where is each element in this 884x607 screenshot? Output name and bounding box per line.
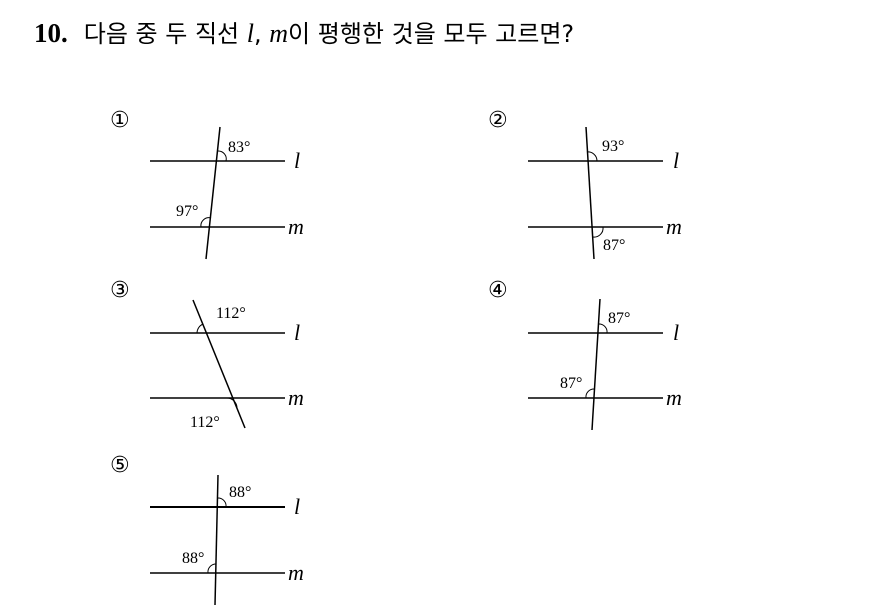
choice-1-arc-bottom: [200, 217, 212, 228]
choice-2-arc-top: [586, 151, 598, 162]
question: 10. 다음 중 두 직선 l, m이 평행한 것을 모두 고르면?: [34, 14, 574, 49]
choice-5-marker[interactable]: ⑤: [110, 453, 130, 478]
choice-3-angle-top: 112°: [216, 305, 246, 322]
choice-5-arc-bottom: [207, 563, 217, 574]
question-number: 10.: [34, 18, 68, 48]
choice-5-label-l: l: [294, 494, 300, 519]
choice-4-label-m: m: [666, 385, 682, 410]
choice-2-angle-bottom: 87°: [603, 237, 625, 254]
choice-5-angle-bottom: 88°: [182, 550, 204, 567]
choice-1-angle-bottom: 97°: [176, 203, 198, 220]
choice-5-transversal: [214, 474, 219, 606]
choice-4-transversal: [591, 298, 601, 431]
choice-2-label-m: m: [666, 214, 682, 239]
choice-4-arc-bottom: [585, 388, 595, 399]
choice-2-label-l: l: [673, 148, 679, 173]
choice-4-angle-top: 87°: [608, 310, 630, 327]
choice-2-marker[interactable]: ②: [488, 108, 508, 133]
choice-4-arc-top: [598, 323, 608, 334]
choice-1-label-l: l: [294, 148, 300, 173]
choice-3-marker[interactable]: ③: [110, 278, 130, 303]
choice-5-angle-top: 88°: [229, 484, 251, 501]
choice-5-arc-top: [217, 497, 227, 508]
question-var-m: m: [269, 19, 289, 48]
question-var-l: l: [246, 19, 254, 48]
choice-1-label-m: m: [288, 214, 304, 239]
choice-2-transversal: [585, 126, 595, 260]
choice-3-label-l: l: [294, 320, 300, 345]
choice-4-label-l: l: [673, 320, 679, 345]
choice-3-label-m: m: [288, 385, 304, 410]
choice-4-angle-bottom: 87°: [560, 375, 582, 392]
choice-1-arc-top: [217, 150, 227, 162]
question-text-before: 다음 중 두 직선: [83, 20, 247, 48]
choice-5-label-m: m: [288, 560, 304, 585]
choice-3-arc-bottom: [226, 397, 238, 409]
choice-3-angle-bottom: 112°: [190, 414, 220, 431]
choice-1-transversal: [205, 126, 221, 260]
question-text-after: 이 평행한 것을 모두 고르면?: [288, 20, 575, 48]
choice-3-transversal: [192, 299, 246, 429]
choice-2-angle-top: 93°: [602, 138, 624, 155]
question-comma: ,: [253, 20, 270, 48]
choice-1-angle-top: 83°: [228, 139, 250, 156]
choice-3-arc-top: [196, 323, 204, 334]
choice-1-marker[interactable]: ①: [110, 108, 130, 133]
choice-4-marker[interactable]: ④: [488, 278, 508, 303]
choice-2-arc-bottom: [592, 226, 604, 238]
